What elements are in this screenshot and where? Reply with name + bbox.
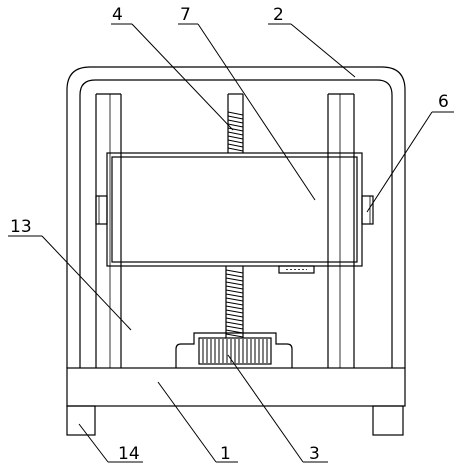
- screw-thread: [227, 143, 244, 148]
- right-guide-rail: [327, 93, 355, 368]
- screw-thread: [227, 119, 244, 124]
- callout-14: 14: [118, 444, 140, 464]
- screw-thread: [225, 289, 244, 294]
- plate-connector: [278, 265, 315, 274]
- feet: [66, 405, 404, 436]
- callout-7: 7: [180, 5, 191, 25]
- callout-3: 3: [309, 444, 320, 464]
- callout-labels: 4 7 2 6 13 14 1 3: [10, 5, 449, 464]
- callout-2: 2: [273, 5, 284, 25]
- screw-thread: [227, 131, 244, 136]
- left-guide-rail: [95, 93, 122, 368]
- leader-lines: [8, 23, 454, 463]
- screw-thread: [225, 277, 244, 282]
- screw-thread: [225, 285, 244, 290]
- moving-plate: [106, 152, 363, 267]
- screw-thread: [227, 127, 244, 132]
- callout-13: 13: [10, 217, 32, 237]
- screw-thread: [227, 135, 244, 140]
- screw-thread: [225, 301, 244, 306]
- screw-thread: [227, 147, 244, 152]
- callout-1: 1: [220, 444, 231, 464]
- screw-thread: [225, 309, 244, 314]
- outer-frame: [66, 66, 406, 368]
- screw-thread: [225, 305, 244, 310]
- screw-thread: [227, 139, 244, 144]
- screw-thread: [225, 313, 244, 318]
- screw-thread: [225, 317, 244, 322]
- screw-thread: [225, 293, 244, 298]
- screw-thread: [225, 325, 244, 330]
- lead-screw: [225, 93, 244, 338]
- screw-thread: [225, 321, 244, 326]
- screw-thread: [227, 115, 244, 120]
- callout-4: 4: [112, 5, 123, 25]
- screw-thread: [225, 269, 244, 274]
- screw-thread: [225, 281, 244, 286]
- callout-6: 6: [438, 92, 449, 112]
- motor-coupling: [175, 332, 293, 368]
- screw-thread: [225, 273, 244, 278]
- base-plate: [66, 367, 406, 407]
- screw-thread: [225, 297, 244, 302]
- screw-thread: [227, 111, 244, 116]
- side-slider-blocks: [95, 195, 374, 225]
- screw-thread: [225, 333, 244, 338]
- screw-thread: [227, 123, 244, 128]
